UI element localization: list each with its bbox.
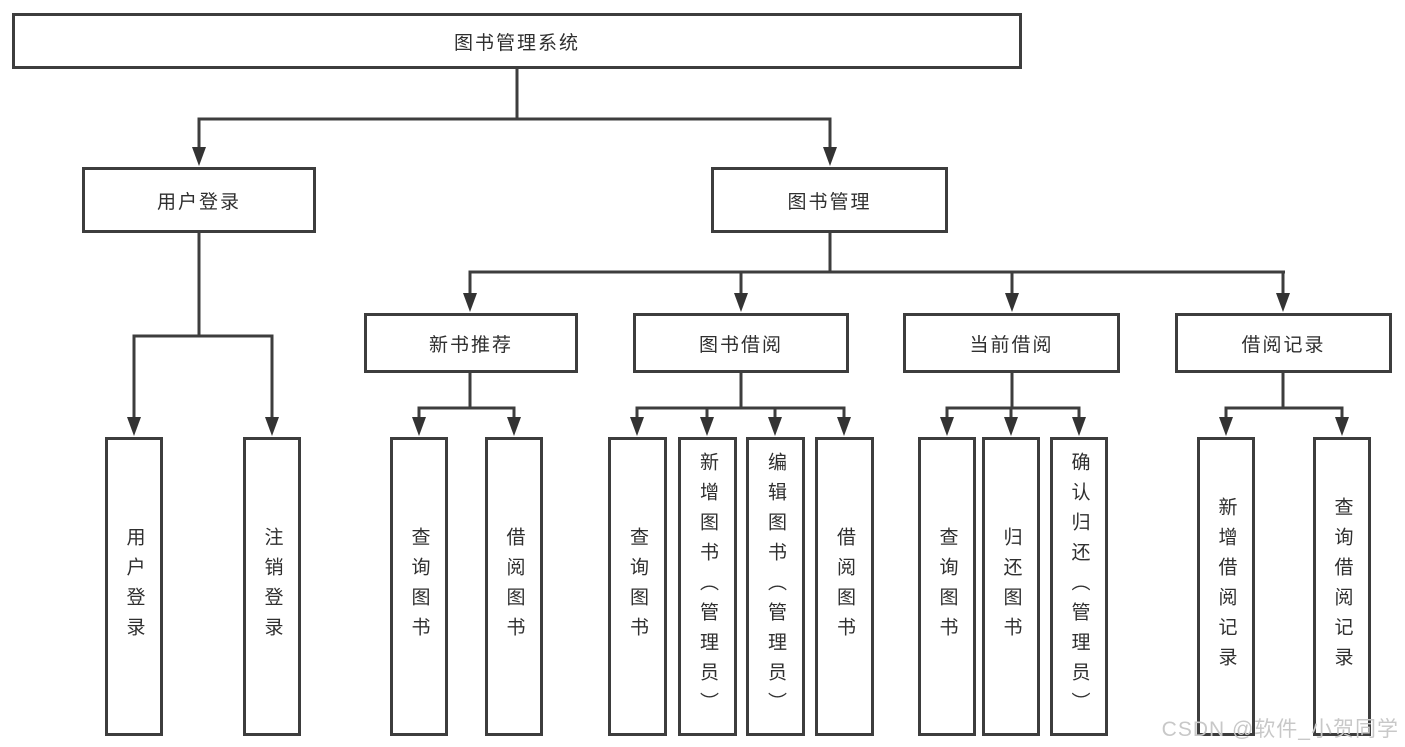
node-label: 用户登录 <box>156 191 241 213</box>
node-leaf-query-borrow-record: 查询借阅记录 <box>1313 437 1371 736</box>
node-borrow-records: 借阅记录 <box>1175 313 1392 373</box>
node-book-borrow: 图书借阅 <box>633 313 849 373</box>
connector-new-book-recommend-to-leaves <box>412 373 521 436</box>
node-label: 查询图书 <box>627 526 648 647</box>
connector-root-to-level2 <box>192 69 837 166</box>
connector-current-borrow-to-leaves <box>940 373 1086 436</box>
node-leaf-logout: 注销登录 <box>243 437 301 736</box>
node-leaf-borrow-books-2: 借阅图书 <box>815 437 874 736</box>
node-label: 编辑图书（管理员） <box>765 451 786 722</box>
node-leaf-add-books-admin: 新增图书（管理员） <box>678 437 737 736</box>
node-book-management: 图书管理 <box>711 167 948 233</box>
node-label: 用户登录 <box>123 526 145 647</box>
node-current-borrow: 当前借阅 <box>903 313 1120 373</box>
node-leaf-query-books-2: 查询图书 <box>608 437 667 736</box>
node-leaf-query-books-3: 查询图书 <box>918 437 976 736</box>
node-library-management-system: 图书管理系统 <box>12 13 1022 69</box>
connector-book-management-to-level3 <box>463 233 1290 312</box>
node-leaf-query-books-1: 查询图书 <box>390 437 448 736</box>
node-label: 图书管理 <box>787 191 872 213</box>
node-label: 查询图书 <box>408 526 430 647</box>
node-label: 确认归还（管理员） <box>1068 451 1090 722</box>
node-label: 注销登录 <box>261 526 283 647</box>
node-leaf-add-borrow-record: 新增借阅记录 <box>1197 437 1255 736</box>
node-label: 图书借阅 <box>698 334 783 356</box>
csdn-watermark: CSDN @软件_小贺同学 <box>1161 718 1399 741</box>
node-label: 查询借阅记录 <box>1331 496 1353 677</box>
node-label: 借阅记录 <box>1241 334 1326 356</box>
connector-user-login-to-leaves <box>127 233 279 436</box>
node-label: 借阅图书 <box>834 526 855 647</box>
node-new-book-recommend: 新书推荐 <box>364 313 578 373</box>
node-leaf-user-login: 用户登录 <box>105 437 163 736</box>
node-label: 新增借阅记录 <box>1215 496 1237 677</box>
node-label: 借阅图书 <box>503 526 525 647</box>
node-leaf-return-books: 归还图书 <box>982 437 1040 736</box>
node-label: 新书推荐 <box>428 334 513 356</box>
node-leaf-borrow-books-1: 借阅图书 <box>485 437 543 736</box>
node-label: 归还图书 <box>1000 526 1022 647</box>
node-label: 图书管理系统 <box>453 32 580 54</box>
connector-book-borrow-to-leaves <box>630 373 851 436</box>
node-user-login: 用户登录 <box>82 167 316 233</box>
node-label: 当前借阅 <box>969 334 1054 356</box>
node-leaf-edit-books-admin: 编辑图书（管理员） <box>746 437 805 736</box>
node-label: 新增图书（管理员） <box>697 451 718 722</box>
node-leaf-confirm-return-admin: 确认归还（管理员） <box>1050 437 1108 736</box>
connector-borrow-records-to-leaves <box>1219 373 1349 436</box>
node-label: 查询图书 <box>936 526 958 647</box>
